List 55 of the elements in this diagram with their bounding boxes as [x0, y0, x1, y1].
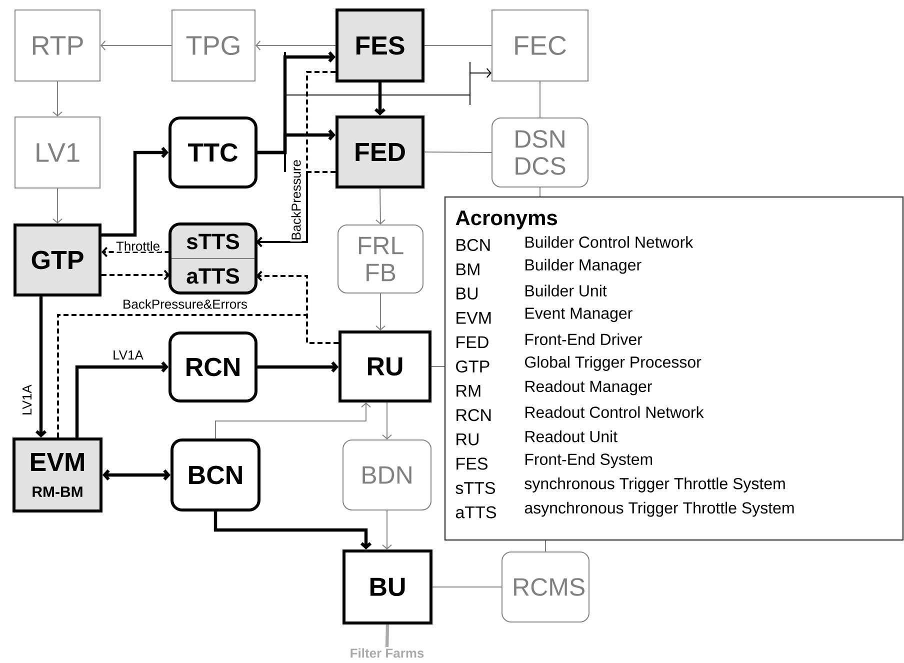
arrow	[100, 40, 172, 50]
unit-box: RU	[338, 330, 432, 402]
component-box: GTP	[14, 224, 102, 296]
arrow	[376, 293, 386, 330]
edge-label: LV1A	[22, 384, 32, 416]
edge-label: BackPressure	[290, 158, 302, 242]
dashed-arrow	[256, 171, 336, 248]
unit-box: BU	[342, 550, 432, 624]
system-box: TPG	[172, 10, 256, 82]
component-box: FED	[336, 116, 424, 188]
dashed-arrow	[57, 270, 308, 438]
tts-label: aTTS	[186, 268, 240, 284]
connector-line	[424, 45, 492, 46]
connector-line	[432, 586, 502, 588]
system-box: RTP	[14, 10, 100, 82]
arrow	[214, 512, 372, 550]
system-box: FEC	[492, 10, 588, 82]
dashed-arrow	[102, 246, 170, 258]
output-label: Filter Farms	[350, 648, 424, 658]
edge-label: Throttle	[114, 240, 162, 252]
arrow	[52, 188, 62, 224]
system-box: BDN	[342, 440, 432, 510]
connector-line	[385, 624, 390, 648]
connector-line	[424, 152, 492, 153]
arrow	[256, 40, 336, 50]
system-box: RCMS	[502, 552, 590, 622]
arrow	[257, 68, 492, 153]
system-box: FRL FB	[338, 224, 424, 294]
edge-label: BackPressure&Errors	[122, 298, 248, 310]
dashed-arrow	[102, 270, 170, 280]
arrow	[374, 82, 386, 116]
tts-box	[168, 222, 258, 294]
connector-line	[545, 540, 546, 552]
component-box: FES	[336, 8, 424, 82]
arrow	[102, 146, 168, 237]
network-box: RCN	[168, 332, 258, 402]
edge-label: LV1A	[112, 350, 144, 360]
acronym-table: Acronyms BCN Builder Control Network BM Builder Manager BU Builder Unit EVM Event Manager FED Front-End Driver GTP Global Trigger Processor RM Readout Manager RCN Readout Control Network RU Readout Unit FES Front-End System sTTS synchronous Trigger Throttle System aTTS asynchronous Trigger Throttle System	[444, 196, 904, 540]
arrow	[382, 402, 392, 440]
arrow	[382, 510, 392, 550]
arrow	[215, 402, 371, 439]
arrow	[35, 296, 47, 438]
system-box: DSN DCS	[492, 118, 588, 188]
system-box: LV1	[14, 116, 100, 188]
arrow	[258, 129, 336, 154]
connector-line	[431, 366, 445, 367]
arrow	[102, 469, 171, 481]
arrow	[258, 361, 338, 373]
tts-label: sTTS	[186, 234, 240, 250]
component-box: EVM RM-BM	[12, 438, 102, 512]
arrow	[52, 81, 62, 116]
arrow	[75, 361, 168, 438]
network-box: BCN	[170, 438, 260, 512]
network-box: TTC	[168, 116, 258, 188]
arrow	[375, 188, 386, 224]
